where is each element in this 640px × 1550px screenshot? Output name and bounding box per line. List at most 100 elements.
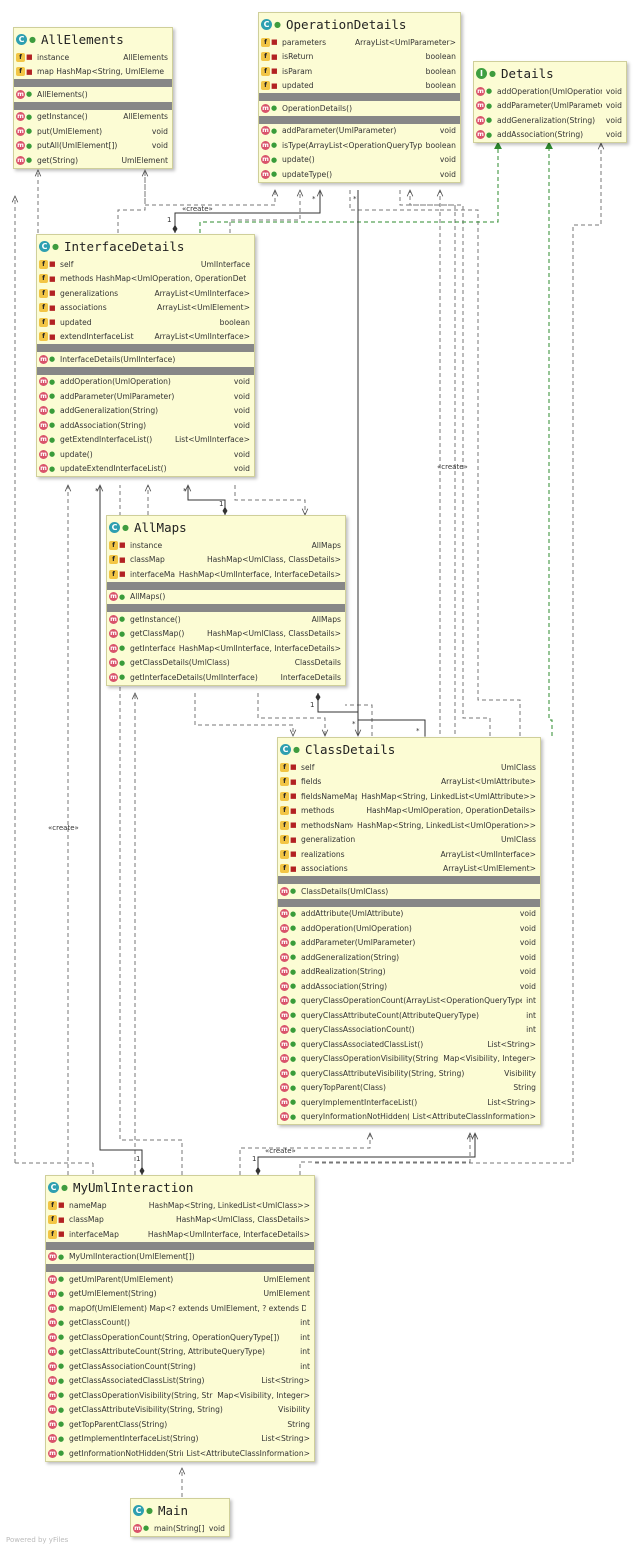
method-row[interactable]: m●addParameter(UmlParameter)void (259, 124, 460, 139)
constructor-row[interactable]: m●MyUmlInteraction(UmlElement[]) (46, 1250, 314, 1265)
method-row[interactable]: m●queryClassOperationVisibility(String)M… (278, 1052, 540, 1067)
method-row[interactable]: m●addGeneralization(String)void (474, 113, 626, 128)
method-row[interactable]: m●getInterfaceMap()HashMap<UmlInterface,… (107, 641, 345, 656)
method-row[interactable]: m●queryClassAssociationCount()int (278, 1023, 540, 1038)
method-row[interactable]: m●get(String)UmlElement (14, 153, 172, 168)
constructor-row[interactable]: m●AllMaps() (107, 590, 345, 605)
class-header[interactable]: C●MyUmlInteraction (46, 1176, 314, 1198)
method-row[interactable]: m●addOperation(UmlOperation)void (37, 375, 254, 390)
method-row[interactable]: m●addGeneralization(String)void (37, 404, 254, 419)
method-row[interactable]: m●queryTopParent(Class)String (278, 1081, 540, 1096)
method-row[interactable]: m●mapOf(UmlElement) Map<? extends UmlEle… (46, 1301, 314, 1316)
method-row[interactable]: m●put(UmlElement)void (14, 124, 172, 139)
method-row[interactable]: m●addParameter(UmlParameter)void (278, 936, 540, 951)
method-row[interactable]: m●addGeneralization(String)void (278, 950, 540, 965)
class-header[interactable]: C●AllElements (14, 28, 172, 50)
method-row[interactable]: m●getClassAssociationCount(String)int (46, 1359, 314, 1374)
method-row[interactable]: m●getClassMap()HashMap<UmlClass, ClassDe… (107, 627, 345, 642)
method-row[interactable]: m●getClassDetails(UmlClass)ClassDetails (107, 656, 345, 671)
method-row[interactable]: m●getUmlParent(UmlElement)UmlElement (46, 1272, 314, 1287)
method-row[interactable]: m●addAssociation(String)void (278, 979, 540, 994)
method-row[interactable]: m●queryClassAttributeCount(AttributeQuer… (278, 1008, 540, 1023)
method-row[interactable]: m●addOperation(UmlOperation)void (278, 921, 540, 936)
class-header[interactable]: C●OperationDetails (259, 13, 460, 35)
class-header[interactable]: C●ClassDetails (278, 738, 540, 760)
method-row[interactable]: m●queryClassOperationCount(ArrayList<Ope… (278, 994, 540, 1009)
method-row[interactable]: m●queryClassAssociatedClassList()List<St… (278, 1037, 540, 1052)
method-row[interactable]: m●updateExtendInterfaceList()void (37, 462, 254, 477)
field-row[interactable]: f■methodsNameMapHashMap<String, LinkedLi… (278, 818, 540, 833)
constructor-row[interactable]: m●AllElements() (14, 87, 172, 102)
field-row[interactable]: f■map HashMap<String, UmlElement> (14, 65, 172, 80)
method-row[interactable]: m●getClassAssociatedClassList(String)Lis… (46, 1374, 314, 1389)
method-row[interactable]: m●getInterfaceDetails(UmlInterface)Inter… (107, 670, 345, 685)
method-row[interactable]: m●addAssociation(String)void (37, 418, 254, 433)
class-header[interactable]: C●Main (131, 1499, 229, 1521)
method-row[interactable]: m●addParameter(UmlParameter)void (474, 99, 626, 114)
method-row[interactable]: m●updateType()void (259, 167, 460, 182)
method-row[interactable]: m●queryInformationNotHidden()List<Attrib… (278, 1110, 540, 1125)
class-header[interactable]: I●Details (474, 62, 626, 84)
class-header[interactable]: C●AllMaps (107, 516, 345, 538)
constructor-row[interactable]: m●OperationDetails() (259, 101, 460, 116)
method-row[interactable]: m●update()void (259, 153, 460, 168)
method-row[interactable]: m●isType(ArrayList<OperationQueryType>)b… (259, 138, 460, 153)
method-row[interactable]: m●addAttribute(UmlAttribute)void (278, 907, 540, 922)
method-row[interactable]: m●addParameter(UmlParameter)void (37, 389, 254, 404)
method-row[interactable]: m●getInstance()AllElements (14, 110, 172, 125)
method-row[interactable]: m●getExtendInterfaceList()List<UmlInterf… (37, 433, 254, 448)
constructor-row[interactable]: m●ClassDetails(UmlClass) (278, 884, 540, 899)
method-row[interactable]: m●addRealization(String)void (278, 965, 540, 980)
method-row[interactable]: m●getInstance()AllMaps (107, 612, 345, 627)
method-row[interactable]: m●getClassAttributeVisibility(String, St… (46, 1403, 314, 1418)
field-row[interactable]: f■methods HashMap<UmlOperation, Operatio… (37, 272, 254, 287)
method-row[interactable]: m●queryClassAttributeVisibility(String, … (278, 1066, 540, 1081)
method-row[interactable]: m●queryImplementInterfaceList()List<Stri… (278, 1095, 540, 1110)
method-row[interactable]: m●getImplementInterfaceList(String)List<… (46, 1432, 314, 1447)
class-header[interactable]: C●InterfaceDetails (37, 235, 254, 257)
method-row[interactable]: m●getTopParentClass(String)String (46, 1417, 314, 1432)
method-row[interactable]: m●addAssociation(String)void (474, 128, 626, 143)
method-row[interactable]: m●addOperation(UmlOperation)void (474, 84, 626, 99)
method-row[interactable]: m●getClassOperationCount(String, Operati… (46, 1330, 314, 1345)
constructor-row[interactable]: m●InterfaceDetails(UmlInterface) (37, 352, 254, 367)
method-row[interactable]: m●getClassAttributeCount(String, Attribu… (46, 1345, 314, 1360)
method-row[interactable]: m●update()void (37, 447, 254, 462)
method-row[interactable]: m●getInformationNotHidden(String)List<At… (46, 1446, 314, 1461)
method-row[interactable]: m●getUmlElement(String)UmlElement (46, 1287, 314, 1302)
method-row[interactable]: m●main(String[])void (131, 1521, 229, 1536)
method-row[interactable]: m●getClassCount()int (46, 1316, 314, 1331)
method-row[interactable]: m●getClassOperationVisibility(String, St… (46, 1388, 314, 1403)
